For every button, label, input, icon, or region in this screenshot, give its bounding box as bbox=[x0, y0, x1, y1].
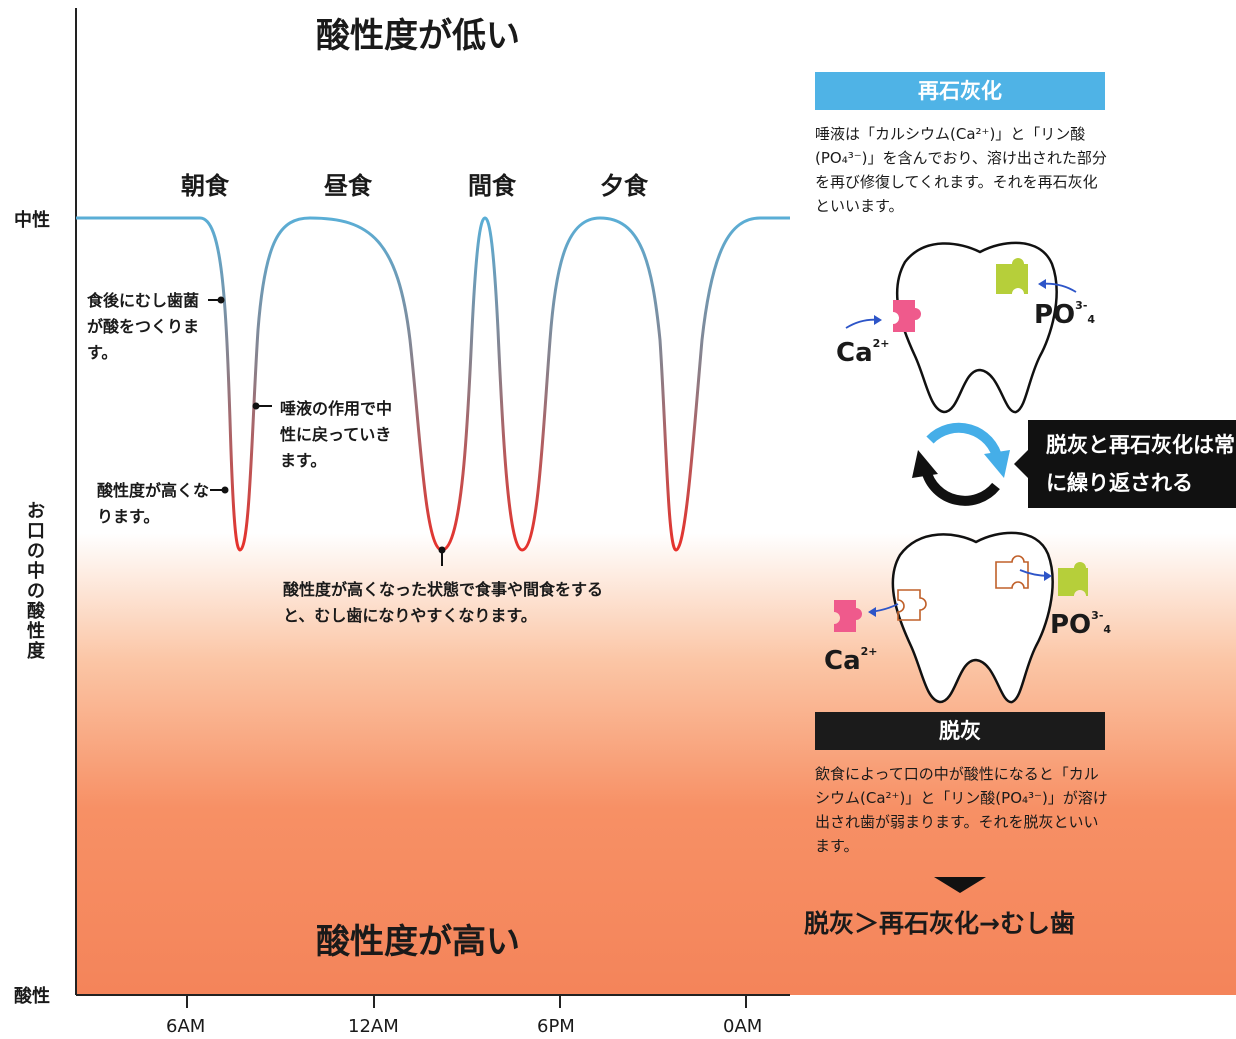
meal-label: 夕食 bbox=[600, 172, 648, 200]
marker-dot bbox=[217, 296, 225, 304]
y-axis-title: お口の中の酸性度 bbox=[27, 501, 45, 662]
note-after-meal: 食後にむし歯菌が酸をつくります。 bbox=[87, 291, 200, 362]
down-arrow-icon bbox=[934, 877, 986, 893]
callout-pointer bbox=[1014, 448, 1030, 480]
remineralization-title: 再石灰化 bbox=[815, 72, 1105, 110]
acidity-curve bbox=[76, 216, 790, 552]
tooth-remineralization bbox=[845, 241, 1077, 414]
top-title: 酸性度が低い bbox=[316, 16, 520, 56]
puzzle-piece-green bbox=[996, 258, 1028, 294]
chem-phosphate: PO3-4 bbox=[1034, 299, 1096, 330]
puzzle-slot bbox=[897, 589, 927, 621]
puzzle-piece-green bbox=[1058, 562, 1088, 596]
puzzle-piece-pink bbox=[834, 600, 862, 632]
x-tick-label: 6PM bbox=[537, 1016, 575, 1037]
cycle-arrows-icon bbox=[912, 422, 1010, 506]
x-tick-label: 0AM bbox=[723, 1016, 763, 1037]
meal-label: 朝食 bbox=[181, 172, 229, 200]
marker-dot bbox=[252, 402, 260, 410]
note-acidity: 酸性度が高くなります。 bbox=[97, 481, 210, 526]
y-label-acid: 酸性 bbox=[14, 986, 50, 1007]
tooth-demineralization bbox=[834, 531, 1088, 704]
marker-dot bbox=[221, 486, 229, 494]
chem-calcium: Ca2+ bbox=[836, 337, 890, 368]
remineralization-body: 唾液は「カルシウム(Ca²⁺)」と「リン酸(PO₄³⁻)」を含んでおり、溶け出さ… bbox=[815, 125, 1107, 215]
chem-calcium: Ca2+ bbox=[824, 645, 878, 676]
demineralization-title: 脱灰 bbox=[815, 712, 1105, 750]
puzzle-piece-pink bbox=[893, 300, 921, 332]
x-tick-label: 12AM bbox=[348, 1016, 399, 1037]
bottom-title: 酸性度が高い bbox=[316, 922, 520, 962]
meal-label: 昼食 bbox=[324, 172, 372, 200]
cycle-callout: 脱灰と再石灰化は常に繰り返される bbox=[1028, 420, 1236, 508]
chem-phosphate: PO3-4 bbox=[1050, 609, 1112, 640]
note-eating-when-acidic: 酸性度が高くなった状態で食事や間食をすると、むし歯になりやすくなります。 bbox=[283, 580, 604, 625]
conclusion: 脱灰＞再石灰化→むし歯 bbox=[804, 909, 1075, 938]
y-label-neutral: 中性 bbox=[14, 210, 50, 231]
x-tick-label: 6AM bbox=[166, 1016, 206, 1037]
meal-label: 間食 bbox=[468, 172, 516, 200]
demineralization-body: 飲食によって口の中が酸性になると「カルシウム(Ca²⁺)」と「リン酸(PO₄³⁻… bbox=[815, 765, 1108, 855]
note-saliva: 唾液の作用で中性に戻っていきます。 bbox=[280, 399, 393, 470]
puzzle-slot bbox=[995, 555, 1029, 589]
